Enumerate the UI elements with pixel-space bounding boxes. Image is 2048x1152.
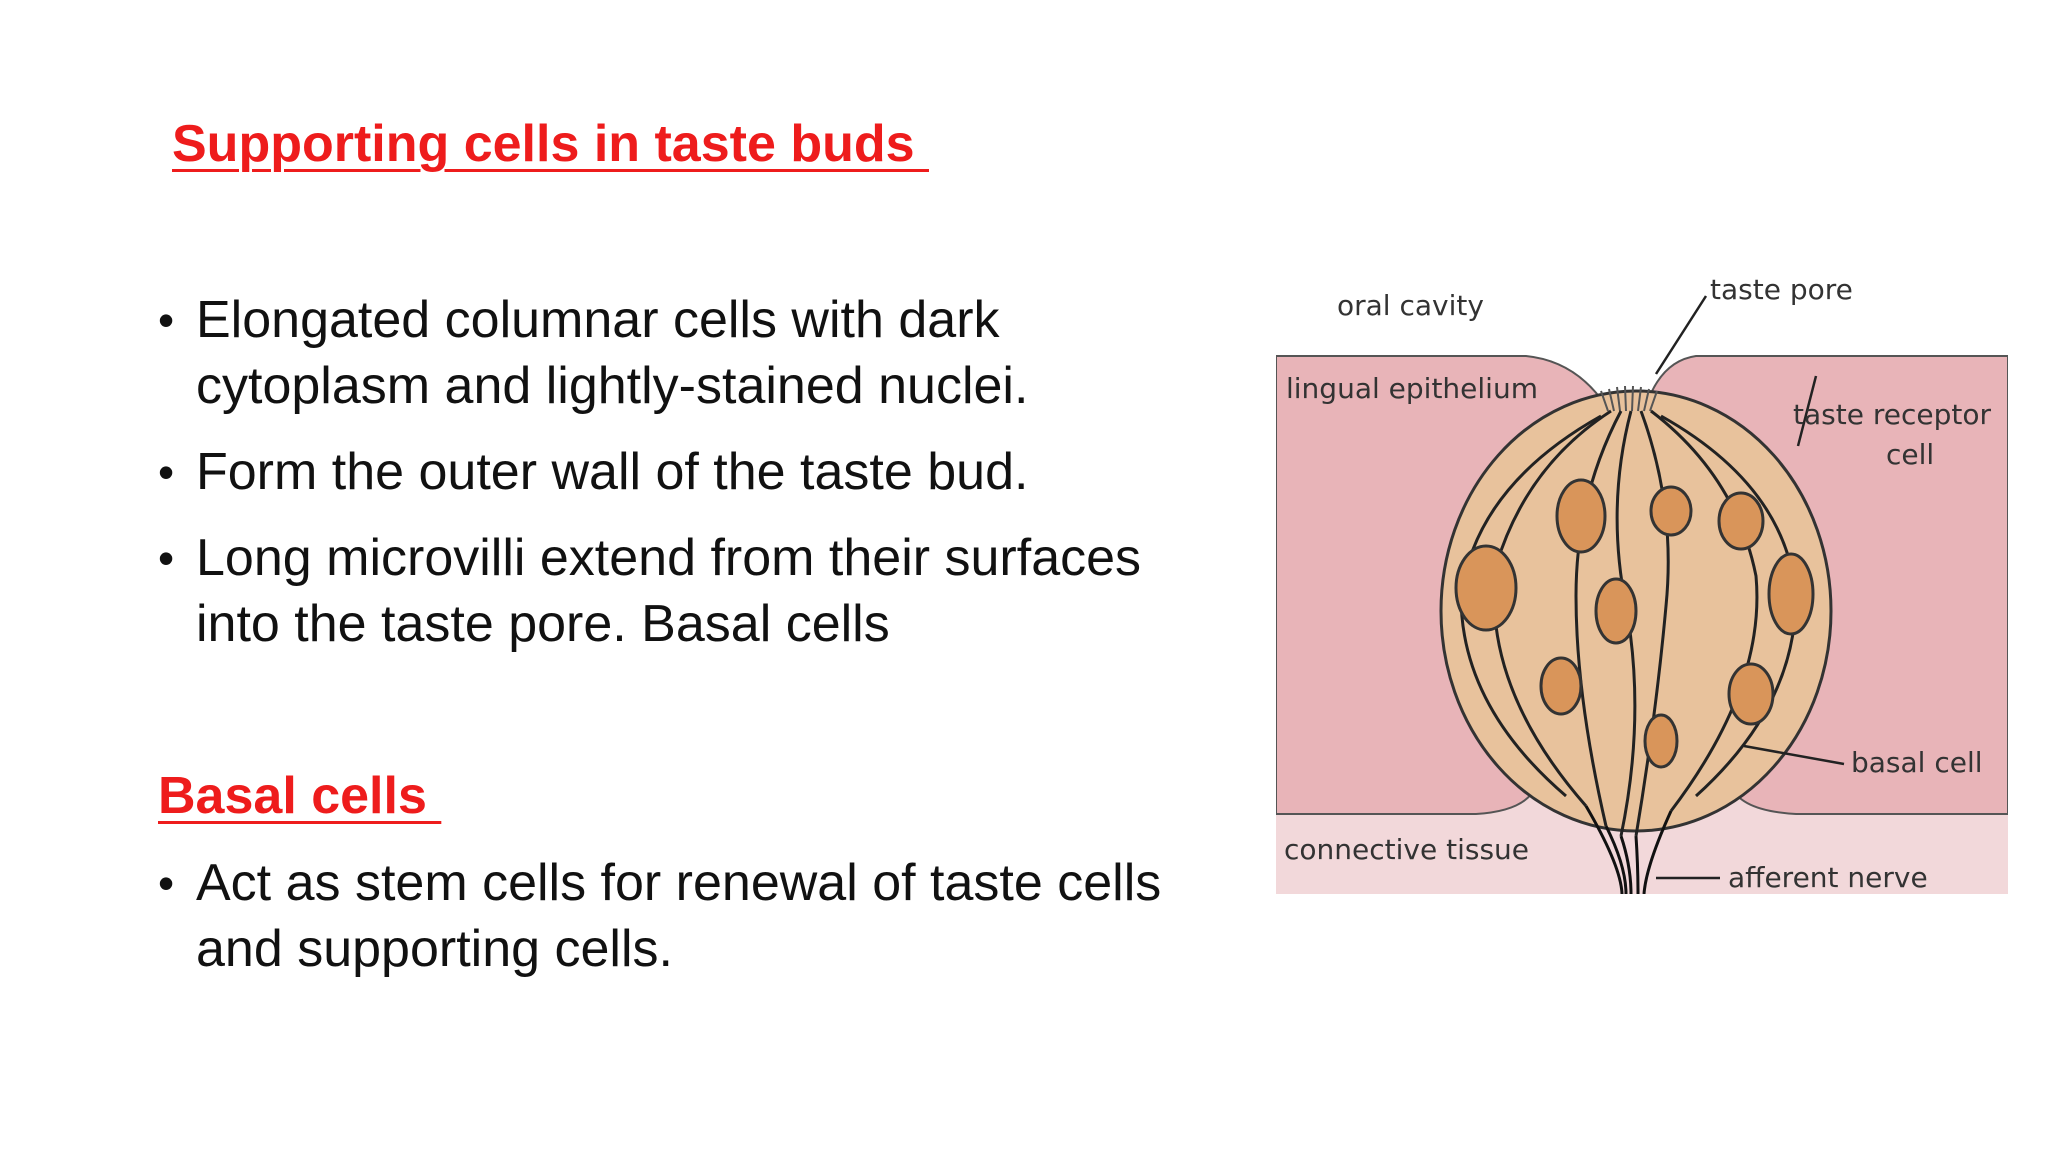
nuclei [1454,478,1815,769]
leader-lines [1654,295,1845,880]
supporting-cells-list: Elongated columnar cells with dark cytop… [158,287,1228,677]
basal-cells-list: Act as stem cells for renewal of taste c… [158,850,1248,1002]
afferent-nerve [1584,805,1673,894]
label-basal-cell: basal cell [1851,746,1983,779]
label-taste-pore: taste pore [1710,273,1853,306]
slide-title: Supporting cells in taste buds [172,115,929,173]
bullet-item: Act as stem cells for renewal of taste c… [158,850,1248,982]
bullet-item: Long microvilli extend from their surfac… [158,525,1228,657]
label-taste-receptor-line1: taste receptor [1793,398,1991,431]
label-oral-cavity: oral cavity [1337,289,1484,322]
label-taste-receptor-line2: cell [1886,438,1934,471]
microvilli [1600,385,1658,412]
basal-cells-heading: Basal cells [158,767,442,825]
taste-bud-diagram: oral cavity taste pore lingual epitheliu… [1276,273,2008,894]
label-afferent-nerve: afferent nerve [1728,861,1928,894]
label-lingual-epithelium: lingual epithelium [1286,372,1538,405]
bullet-item: Elongated columnar cells with dark cytop… [158,287,1228,419]
label-connective-tissue: connective tissue [1284,833,1529,866]
bullet-item: Form the outer wall of the taste bud. [158,439,1228,505]
